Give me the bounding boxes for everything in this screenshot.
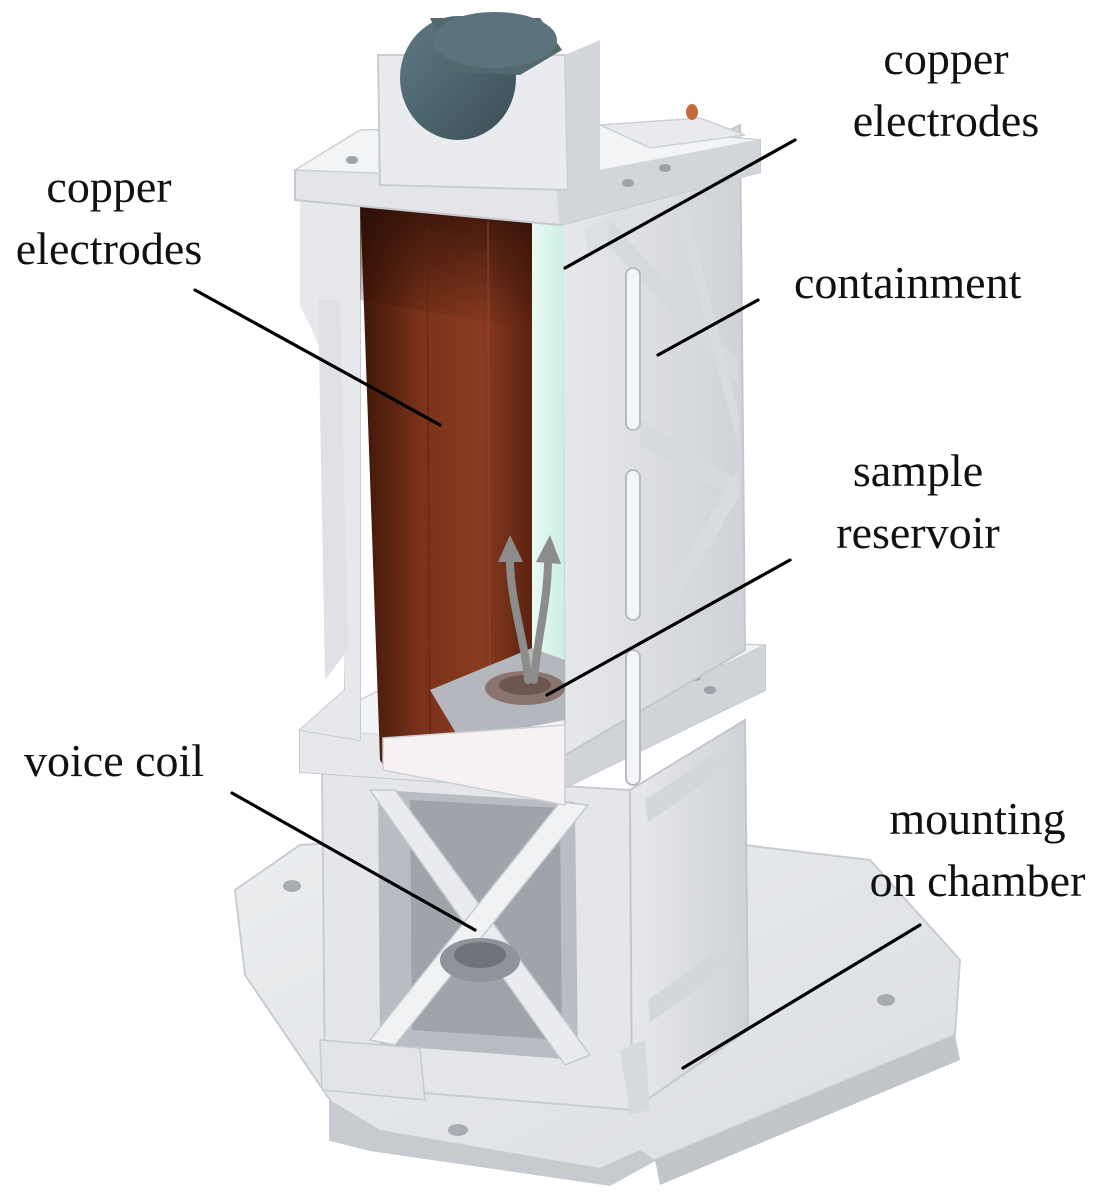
ejection-arrows [498,535,561,684]
label-line: containment [794,257,1022,308]
label-sample-reservoir: sample reservoir [808,440,1028,564]
label-copper-electrodes-left: copper electrodes [0,156,218,280]
cylinder-mount [376,12,600,192]
electrode-terminal [686,104,698,120]
glass-wall [532,212,565,720]
leader-copper-electrodes-right [563,138,797,270]
leader-copper-electrodes-left [193,288,442,427]
leader-containment [656,298,760,357]
mounting-hole [283,880,301,892]
arrow-head [498,535,523,562]
leader-voice-coil [230,791,477,932]
label-line: copper [46,161,172,212]
leader-mounting-on-chamber [681,923,922,1070]
viewport-slot [625,649,641,786]
label-line: sample [852,445,984,496]
label-line: mounting [889,793,1066,844]
viewport-slot [625,267,641,431]
label-line: voice coil [24,735,205,786]
copper-electrode-left [360,195,532,765]
viewport-slot [625,469,641,621]
label-line: copper [883,33,1009,84]
label-mounting-on-chamber: mounting on chamber [850,788,1105,912]
label-copper-electrodes-right: copper electrodes [836,28,1056,152]
label-line: reservoir [836,507,1000,558]
arrow-head [536,535,561,564]
label-line: on chamber [869,855,1086,906]
mounting-hole [448,1124,468,1136]
label-containment: containment [794,252,1021,314]
containment-panel [560,123,747,786]
label-line: electrodes [852,95,1040,146]
label-voice-coil: voice coil [24,730,204,792]
leader-sample-reservoir [545,558,792,697]
tower-left-frame [297,173,361,742]
mounting-hole [877,994,895,1006]
label-line: electrodes [15,223,203,274]
